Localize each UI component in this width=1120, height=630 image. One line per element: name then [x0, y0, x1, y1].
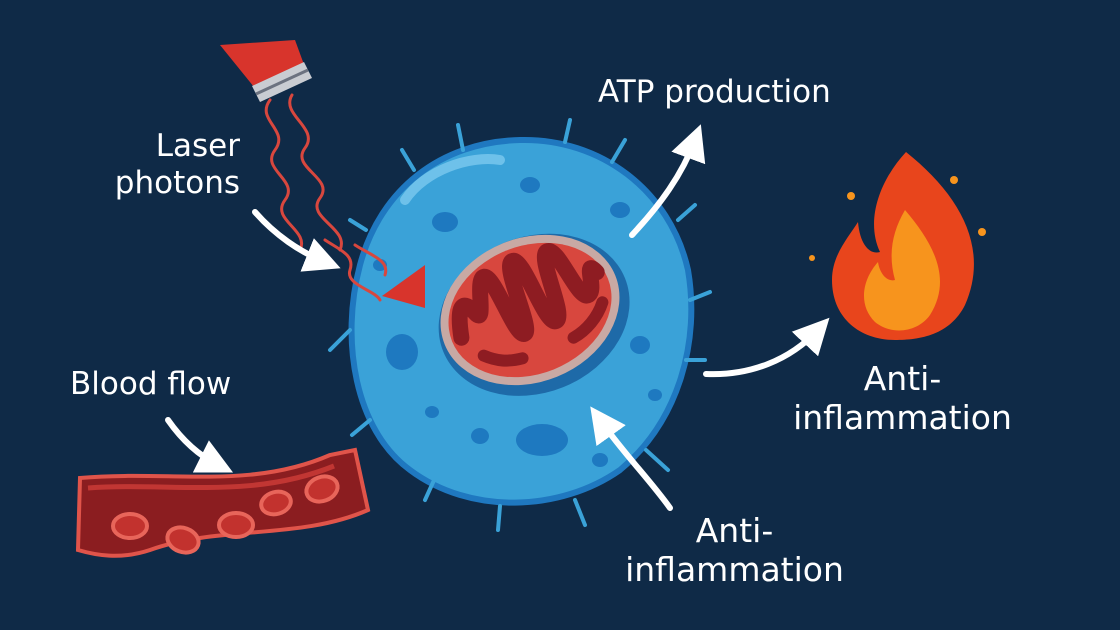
arrow-to-atp: [629, 124, 706, 238]
label-anti-right-line-1: Anti-: [863, 359, 942, 398]
label-anti-right-line-2: inflammation: [793, 397, 1012, 437]
laser-device-icon: [220, 40, 312, 102]
label-anti-bottom-line-2: inflammation: [625, 549, 844, 589]
arrow-laser-to-cell: [252, 209, 341, 272]
label-laser-photons: Laser photons: [100, 128, 240, 201]
arrow-anti-inflammation: [590, 406, 673, 511]
flame-icon: [809, 152, 986, 340]
label-atp-production: ATP production: [598, 74, 831, 110]
label-laser-line-2: photons: [114, 164, 240, 201]
photon-waves: [264, 93, 388, 302]
blood-vessel-icon: [75, 447, 371, 558]
arrow-to-flame: [703, 317, 830, 378]
flow-arrows: [165, 124, 830, 511]
label-anti-bottom-line-1: Anti-: [695, 511, 774, 550]
label-anti-inflammation-right: Anti- inflammation: [790, 359, 1015, 438]
arrow-blood-flow: [165, 417, 234, 473]
photon-arrowhead: [382, 265, 425, 308]
label-blood-flow: Blood flow: [70, 366, 232, 402]
label-laser-line-1: Laser: [155, 128, 240, 164]
label-anti-inflammation-bottom: Anti- inflammation: [622, 511, 847, 590]
mitochondrion-icon: [438, 233, 630, 396]
